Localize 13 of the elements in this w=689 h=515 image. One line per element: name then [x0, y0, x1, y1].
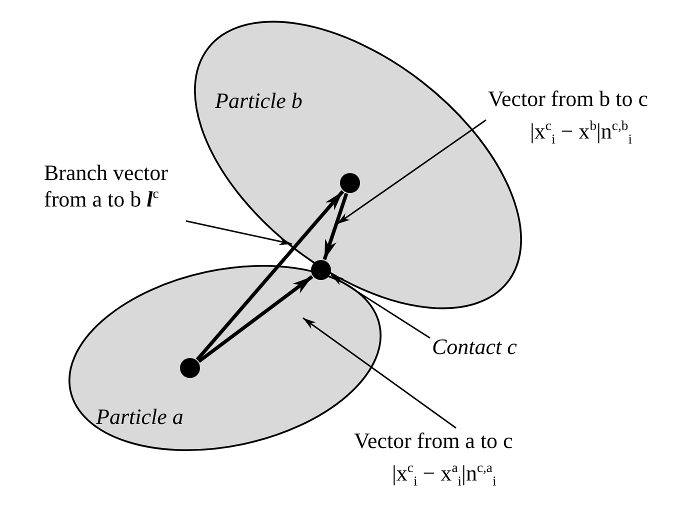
particle-label: Particle b: [215, 88, 302, 114]
leader-line: [336, 119, 486, 225]
leader-line: [330, 274, 430, 339]
particle-label: Particle a: [96, 404, 184, 430]
vector-arrow: [196, 190, 344, 361]
contact-label: Contact c: [432, 334, 517, 360]
leader-line: [186, 220, 292, 246]
callout-text: Branch vector from a to b l$^{c}$: [44, 160, 169, 214]
leader-line: [302, 317, 456, 429]
callout-text: Vector from a to c: [354, 428, 513, 454]
vector-arrow: [198, 275, 314, 363]
vector-arrow: [322, 192, 348, 260]
callout-text: Vector from b to c: [488, 86, 648, 112]
